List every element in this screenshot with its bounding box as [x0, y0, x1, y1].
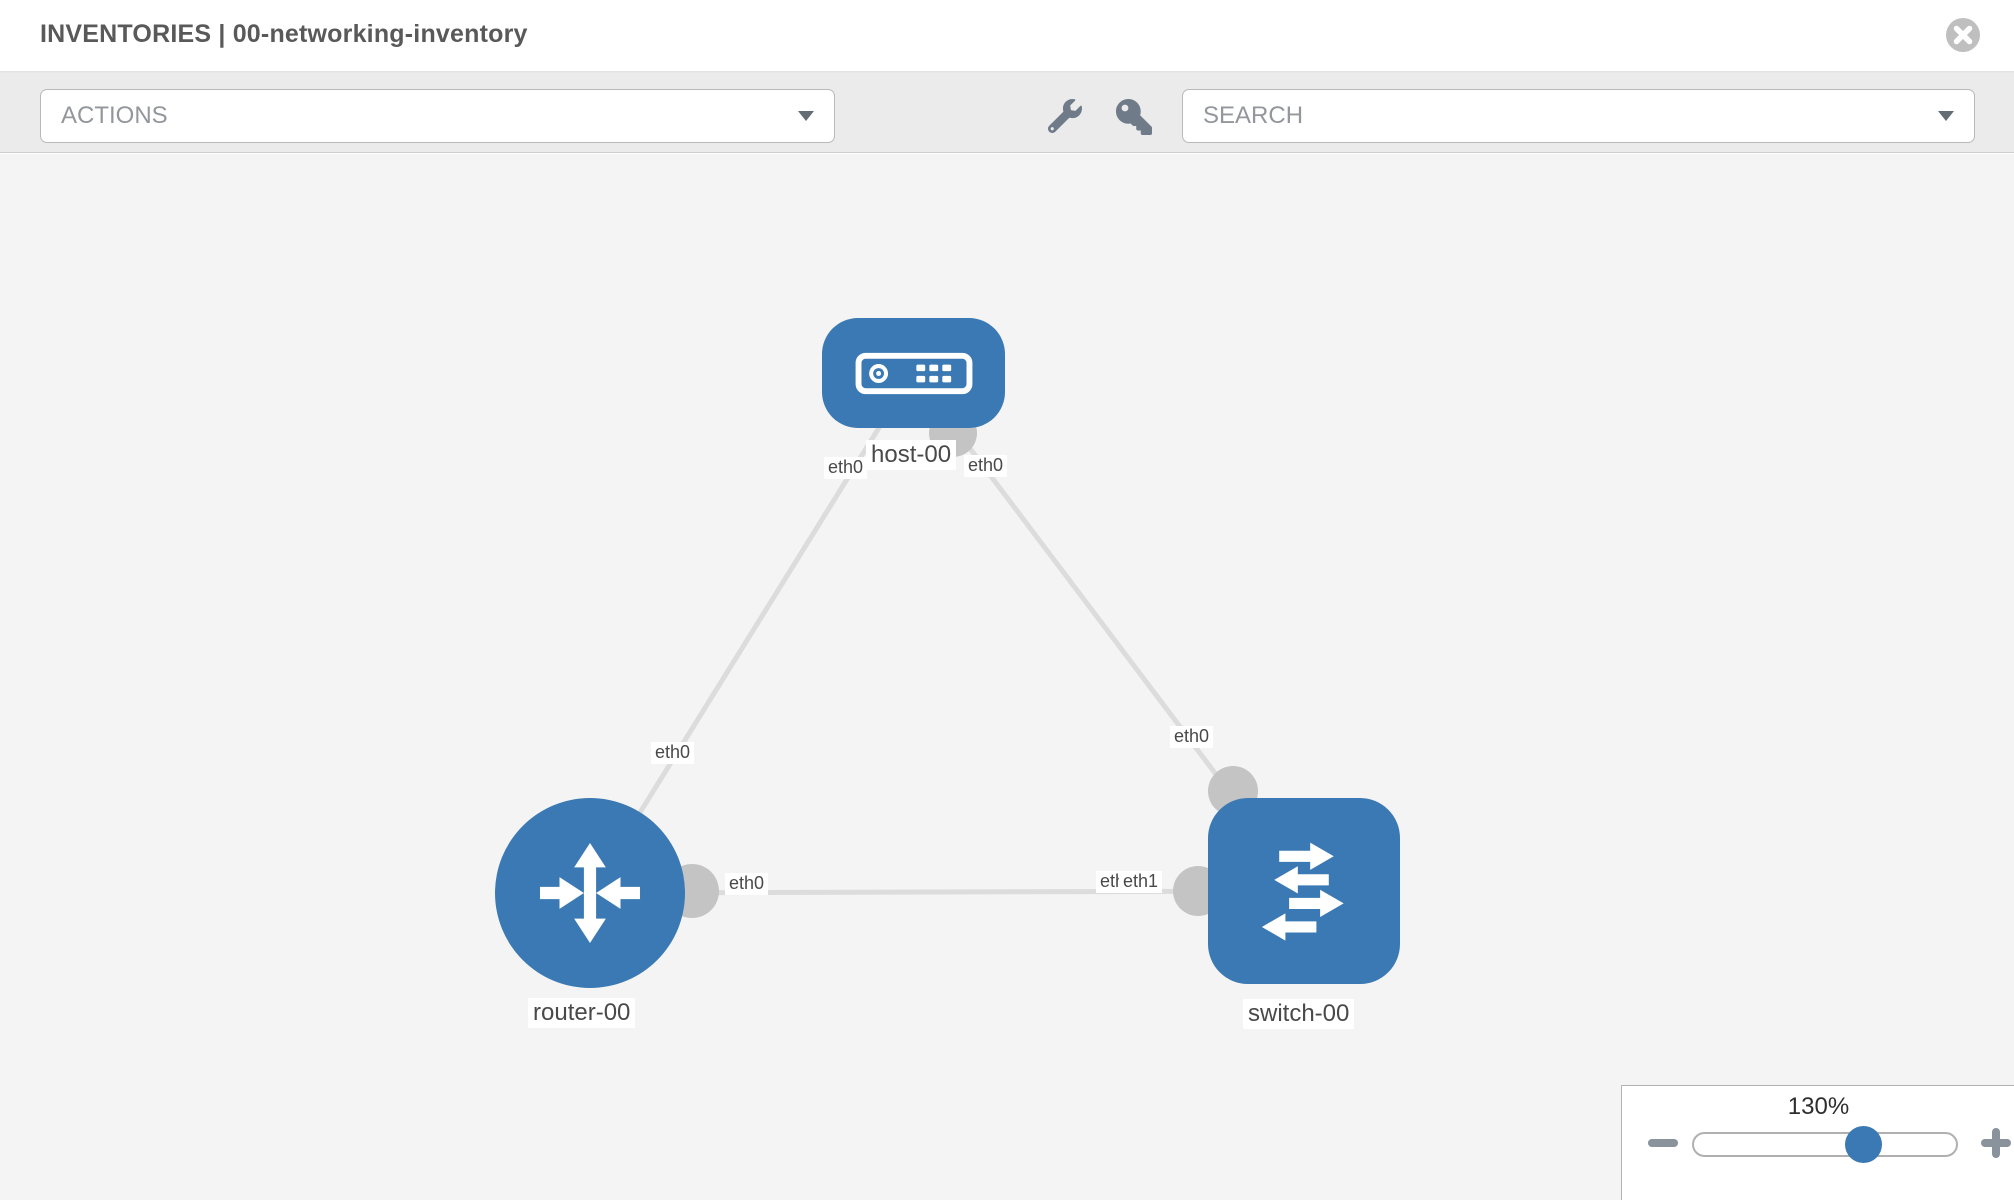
- topology-links: [587, 371, 1306, 918]
- port-label-router-eth0-right: eth0: [725, 873, 769, 895]
- toolbar: ACTIONS SEARCH: [0, 72, 2014, 153]
- zoom-in-button[interactable]: [1981, 1128, 2011, 1158]
- actions-dropdown-label: ACTIONS: [61, 102, 168, 129]
- host-icon: [855, 352, 972, 394]
- wrench-icon: [1047, 99, 1082, 134]
- port-label-host-eth0-right: eth0: [964, 455, 1008, 477]
- node-host-00[interactable]: [822, 318, 1005, 428]
- wrench-button[interactable]: [1047, 99, 1082, 138]
- port-label-router-eth0-top: eth0: [651, 742, 695, 764]
- key-button[interactable]: [1116, 99, 1152, 140]
- topology-canvas[interactable]: host-00 router-00 switch-00 eth0 eth0 et…: [0, 154, 2014, 1200]
- node-label-switch-00: switch-00: [1243, 999, 1355, 1030]
- key-icon: [1116, 99, 1152, 135]
- close-button[interactable]: [1945, 17, 1981, 53]
- node-switch-00[interactable]: [1208, 798, 1400, 984]
- port-label-switch-eth0-top: eth0: [1170, 726, 1214, 748]
- search-dropdown[interactable]: SEARCH: [1182, 89, 1975, 143]
- zoom-panel: 130%: [1621, 1085, 2014, 1200]
- page-title: INVENTORIES | 00-networking-inventory: [40, 20, 528, 48]
- close-icon: [1946, 18, 1980, 52]
- zoom-out-button[interactable]: [1648, 1139, 1678, 1147]
- header: INVENTORIES | 00-networking-inventory: [0, 0, 2014, 72]
- node-label-router-00: router-00: [528, 998, 636, 1029]
- port-label-switch-eth1-left: eth1: [1119, 871, 1163, 893]
- zoom-level: 130%: [1787, 1093, 1850, 1120]
- chevron-down-icon: [1938, 111, 1954, 121]
- node-router-00[interactable]: [495, 798, 685, 988]
- router-icon: [539, 842, 641, 944]
- actions-dropdown[interactable]: ACTIONS: [40, 89, 835, 143]
- switch-icon: [1261, 842, 1344, 941]
- port-label-host-eth0-left: eth0: [824, 457, 868, 479]
- search-placeholder: SEARCH: [1203, 102, 1304, 129]
- zoom-slider-thumb[interactable]: [1845, 1126, 1882, 1163]
- chevron-down-icon: [798, 111, 814, 121]
- zoom-slider-track[interactable]: [1692, 1132, 1958, 1157]
- node-label-host-00: host-00: [866, 440, 957, 471]
